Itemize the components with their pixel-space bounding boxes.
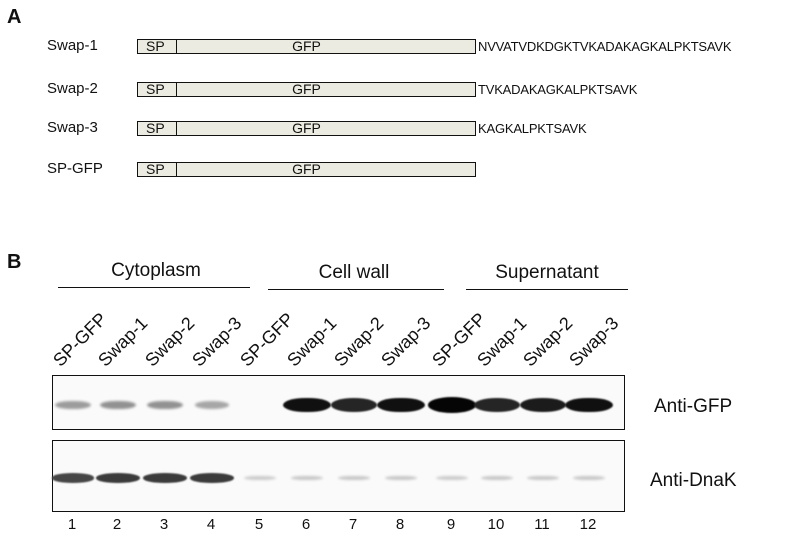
peptide-sequence: TVKADAKAGKALPKTSAVK — [478, 82, 638, 97]
blot-band — [573, 475, 605, 481]
lane-number: 4 — [206, 516, 216, 533]
blot-band — [331, 398, 377, 412]
construct-bar: SP GFP — [137, 161, 476, 177]
signal-peptide-label: SP — [146, 38, 165, 54]
lane-number: 1 — [67, 516, 77, 533]
blot-band — [377, 397, 425, 413]
peptide-sequence: NVVATVDKDGKTVKADAKAGKALPKTSAVK — [478, 39, 732, 54]
panel-a-letter: A — [7, 6, 22, 28]
blot-band — [338, 475, 370, 481]
blot-band — [519, 397, 567, 413]
blot-label-anti-dnak: Anti-DnaK — [650, 470, 737, 491]
group-label-cytoplasm: Cytoplasm — [111, 260, 201, 281]
domain-divider — [176, 40, 177, 53]
domain-divider — [176, 122, 177, 135]
signal-peptide-label: SP — [146, 81, 165, 97]
blot-band — [190, 473, 234, 483]
signal-peptide-label: SP — [146, 161, 165, 177]
blot-band — [244, 475, 276, 481]
blot-band — [527, 475, 559, 481]
blot-band — [481, 475, 513, 481]
peptide-sequence: KAGKALPKTSAVK — [478, 121, 587, 136]
lane-label: Swap-3 — [565, 312, 623, 371]
lane-number: 11 — [534, 516, 550, 533]
construct-bar: SP GFP — [137, 120, 476, 136]
lane-number: 8 — [395, 516, 405, 533]
gfp-domain-label: GFP — [292, 81, 321, 97]
gfp-domain-label: GFP — [292, 38, 321, 54]
group-underline — [58, 287, 250, 288]
blot-band — [436, 475, 468, 481]
blot-band — [428, 397, 476, 413]
blot-band — [51, 473, 95, 483]
blot-band — [194, 401, 230, 409]
lane-number: 10 — [487, 516, 505, 533]
blot-band — [291, 475, 323, 481]
western-blot-anti-gfp — [52, 375, 625, 430]
panel-b-letter: B — [7, 251, 22, 273]
blot-band — [143, 473, 187, 483]
blot-band — [474, 398, 520, 412]
lane-number: 5 — [254, 516, 264, 533]
lane-number: 6 — [301, 516, 311, 533]
gfp-domain-label: GFP — [292, 161, 321, 177]
blot-band — [385, 475, 417, 481]
group-label-cell-wall: Cell wall — [318, 262, 390, 283]
blot-band — [96, 473, 140, 483]
group-underline — [466, 289, 628, 290]
signal-peptide-label: SP — [146, 120, 165, 136]
blot-band — [283, 397, 331, 413]
blot-band — [55, 400, 91, 410]
blot-label-anti-gfp: Anti-GFP — [654, 396, 733, 417]
lane-label: Swap-3 — [377, 312, 435, 371]
lane-label: Swap-2 — [330, 312, 388, 371]
gfp-domain-label: GFP — [292, 120, 321, 136]
construct-label: Swap-1 — [47, 37, 98, 54]
domain-divider — [176, 83, 177, 96]
construct-label: Swap-3 — [47, 119, 98, 136]
construct-label: SP-GFP — [47, 160, 103, 177]
lane-label: Swap-3 — [188, 312, 246, 371]
lane-number: 12 — [579, 516, 597, 533]
lane-number: 2 — [112, 516, 122, 533]
construct-bar: SP GFP — [137, 81, 476, 97]
lane-number: 3 — [159, 516, 169, 533]
construct-label: Swap-2 — [47, 80, 98, 97]
lane-label: Swap-2 — [141, 312, 199, 371]
construct-bar: SP GFP — [137, 38, 476, 54]
blot-band — [99, 400, 137, 410]
lane-number: 9 — [446, 516, 456, 533]
lane-number: 7 — [348, 516, 358, 533]
domain-divider — [176, 163, 177, 176]
group-underline — [268, 289, 444, 290]
blot-band — [565, 397, 613, 413]
lane-label: Swap-2 — [519, 312, 577, 371]
blot-band — [146, 400, 184, 410]
group-label-supernatant: Supernatant — [495, 262, 599, 283]
western-blot-anti-dnak — [51, 440, 625, 512]
